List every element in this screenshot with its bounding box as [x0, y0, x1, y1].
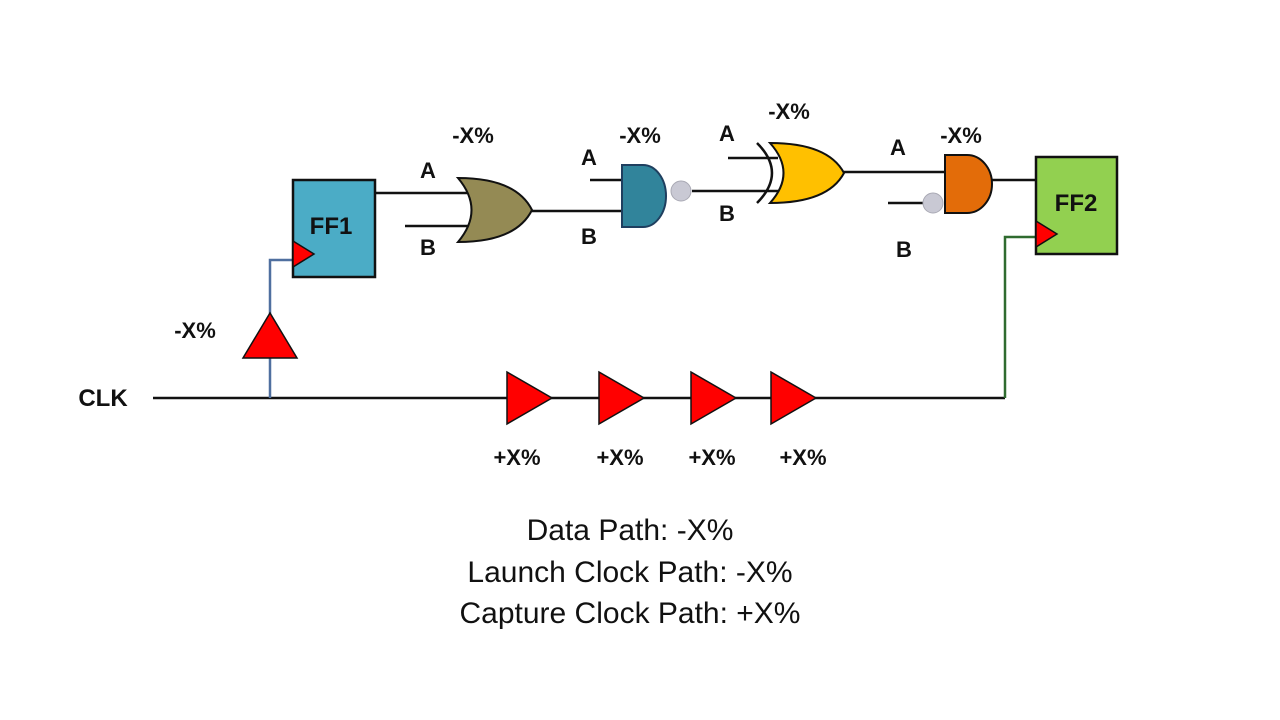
xor-gate-input-a-label: A	[719, 121, 735, 146]
xor-gate-derate: -X%	[768, 99, 810, 124]
xor-gate-input-b-label: B	[719, 201, 735, 226]
and-gate-input-b-label: B	[896, 237, 912, 262]
and-inversion-bubble-icon	[922, 192, 944, 214]
xor-gate: -X% A B	[719, 99, 846, 226]
caption-data-path: Data Path: -X%	[527, 514, 734, 547]
or-gate-icon	[455, 176, 534, 244]
and-gate-icon	[944, 154, 993, 214]
caption-capture-clock-path: Capture Clock Path: +X%	[459, 597, 800, 630]
capture-buffer-3: +X%	[688, 370, 738, 470]
or-gate-input-a-label: A	[420, 158, 436, 183]
ff2-label: FF2	[1055, 190, 1098, 217]
and-gate-input-a-label: A	[890, 135, 906, 160]
capture-buffer-derate: +X%	[596, 445, 643, 470]
nand-gate-input-b-label: B	[581, 224, 597, 249]
or-gate-derate: -X%	[452, 123, 494, 148]
capture-buffer-4: +X%	[770, 370, 827, 470]
nand-inversion-bubble-icon	[670, 180, 692, 202]
ff2-flip-flop: FF2	[1034, 155, 1119, 256]
nand-gate: -X% A B	[581, 123, 692, 249]
launch-buffer-derate: -X%	[174, 318, 216, 343]
or-gate: -X% A B	[420, 123, 534, 260]
ff1-label: FF1	[310, 213, 353, 240]
capture-buffer-1: +X%	[493, 370, 554, 470]
capture-buffer-icon	[506, 370, 554, 426]
capture-buffer-derate: +X%	[688, 445, 735, 470]
xor-gate-icon	[767, 141, 846, 205]
capture-buffer-derate: +X%	[493, 445, 540, 470]
nand-gate-derate: -X%	[619, 123, 661, 148]
capture-buffer-icon	[690, 370, 738, 426]
and-gate-derate: -X%	[940, 123, 982, 148]
and-inverted-input-gate: -X% A B	[890, 123, 993, 262]
nand-gate-input-a-label: A	[581, 145, 597, 170]
capture-buffer-icon	[598, 370, 646, 426]
launch-buffer-icon	[241, 311, 299, 359]
or-gate-input-b-label: B	[420, 235, 436, 260]
caption-launch-clock-path: Launch Clock Path: -X%	[467, 556, 792, 589]
ff1-body	[291, 178, 377, 279]
capture-buffer-icon	[770, 370, 818, 426]
ff1-clock-pin-icon	[292, 239, 316, 269]
ff1-flip-flop: FF1	[291, 178, 377, 279]
nand-gate-icon	[621, 164, 667, 228]
capture-buffer-derate: +X%	[779, 445, 826, 470]
xor-input-arc	[756, 142, 774, 204]
clk-label: CLK	[78, 385, 128, 412]
capture-buffer-2: +X%	[596, 370, 646, 470]
ff2-clock-pin-icon	[1035, 219, 1059, 249]
capture-clock-wire	[1003, 235, 1036, 398]
launch-clock-buffer: -X%	[174, 311, 299, 359]
